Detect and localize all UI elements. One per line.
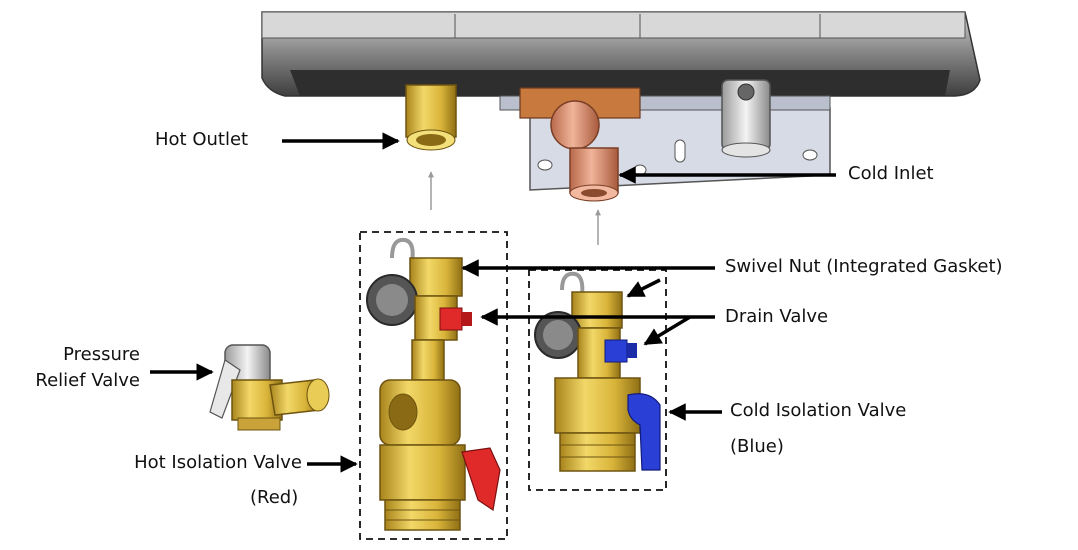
hot-isolation-label-line1: Hot Isolation Valve bbox=[134, 452, 302, 473]
swivel-nut-arrow-cold bbox=[626, 278, 661, 298]
hot-isolation-valve-assembly bbox=[366, 237, 501, 531]
swivel-nut-label: Swivel Nut (Integrated Gasket) bbox=[725, 256, 1003, 277]
pressure-relief-valve bbox=[209, 344, 330, 431]
cold-inlet-label: Cold Inlet bbox=[848, 163, 934, 184]
hot-isolation-label-line2: (Red) bbox=[250, 487, 299, 508]
hot-valve-kit-box bbox=[359, 231, 508, 540]
cold-isolation-label-line2: (Blue) bbox=[730, 436, 784, 457]
cold-isolation-label-line1: Cold Isolation Valve bbox=[730, 400, 907, 421]
pressure-relief-label-line2: Relief Valve bbox=[35, 370, 140, 391]
pressure-relief-label-line1: Pressure bbox=[63, 344, 140, 365]
hot-outlet-label: Hot Outlet bbox=[155, 129, 249, 150]
drain-valve-arrow-cold bbox=[643, 315, 691, 346]
cold-valve-kit-box bbox=[528, 269, 667, 491]
water-heater-unit bbox=[261, 11, 981, 97]
gas-connection-fitting bbox=[721, 79, 771, 158]
hot-outlet-fitting bbox=[405, 84, 457, 151]
cold-inlet-fitting bbox=[519, 87, 641, 202]
cold-isolation-valve-assembly bbox=[534, 271, 661, 472]
drain-valve-label: Drain Valve bbox=[725, 306, 829, 327]
